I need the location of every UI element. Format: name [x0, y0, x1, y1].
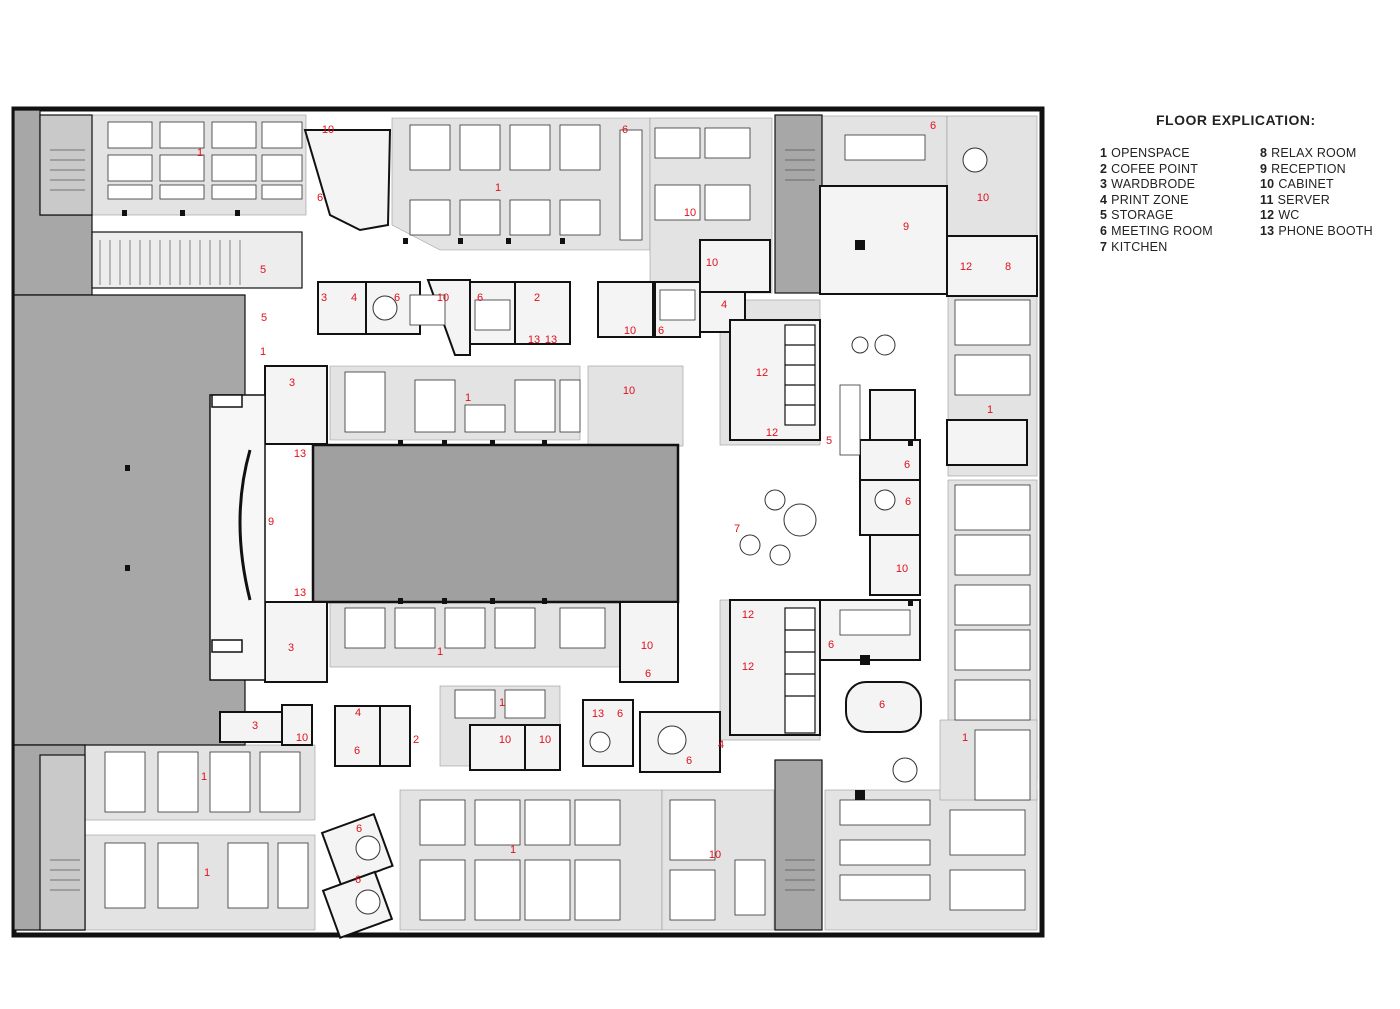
room-number-label: 5 [261, 312, 267, 324]
room-number-label: 8 [1005, 261, 1011, 273]
room-number-label: 4 [351, 292, 357, 304]
legend-title: FLOOR EXPLICATION: [1156, 112, 1316, 128]
room-number-label: 10 [499, 734, 511, 746]
room-number-label: 5 [260, 264, 266, 276]
room-number-label: 10 [684, 207, 696, 219]
room-number-label: 3 [289, 377, 295, 389]
room-number-label: 6 [930, 120, 936, 132]
room-number-label: 1 [201, 771, 207, 783]
room-number-label: 6 [355, 874, 361, 886]
round-tables [355, 147, 988, 915]
room-number-label: 13 [294, 448, 306, 460]
rooms [219, 129, 1038, 940]
room-number-label: 10 [296, 732, 308, 744]
room-number-label: 1 [510, 844, 516, 856]
room-number-label: 10 [623, 385, 635, 397]
room-number-label: 1 [204, 867, 210, 879]
room-number-label: 6 [905, 496, 911, 508]
room-number-label: 12 [766, 427, 778, 439]
room-number-label: 1 [987, 404, 993, 416]
room-number-label: 9 [903, 221, 909, 233]
room-number-label: 6 [645, 668, 651, 680]
room-number-label: 10 [437, 292, 449, 304]
room-number-label: 6 [622, 124, 628, 136]
atrium-void [311, 443, 680, 604]
room-number-label: 10 [896, 563, 908, 575]
room-number-label: 10 [641, 640, 653, 652]
room-number-label: 6 [354, 745, 360, 757]
room-number-label: 6 [394, 292, 400, 304]
room-number-label: 10 [706, 257, 718, 269]
room-number-label: 6 [317, 192, 323, 204]
room-number-label: 1 [260, 346, 266, 358]
reception-area [209, 394, 266, 681]
room-number-label: 6 [686, 755, 692, 767]
room-number-label: 12 [742, 609, 754, 621]
room-number-label: 3 [252, 720, 258, 732]
room-number-label: 3 [321, 292, 327, 304]
room-number-label: 6 [356, 823, 362, 835]
room-number-label: 1 [495, 182, 501, 194]
room-number-label: 1 [962, 732, 968, 744]
room-number-label: 5 [826, 435, 832, 447]
room-number-label: 1 [197, 147, 203, 159]
building-core [13, 109, 823, 931]
room-number-label: 10 [709, 849, 721, 861]
room-number-label: 13 [545, 334, 557, 346]
room-number-label: 6 [477, 292, 483, 304]
room-number-label: 4 [718, 739, 724, 751]
floor-plan: 1106161061095101283461062513131064131101… [11, 106, 1045, 940]
room-number-label: 1 [437, 646, 443, 658]
room-number-label: 6 [617, 708, 623, 720]
room-number-label: 6 [658, 325, 664, 337]
room-number-label: 4 [355, 707, 361, 719]
room-number-label: 6 [828, 639, 834, 651]
room-number-label: 10 [322, 124, 334, 136]
room-number-label: 12 [756, 367, 768, 379]
room-number-label: 6 [879, 699, 885, 711]
room-number-label: 10 [539, 734, 551, 746]
room-number-label: 13 [528, 334, 540, 346]
columns [122, 210, 913, 800]
room-number-label: 2 [413, 734, 419, 746]
room-number-label: 7 [734, 523, 740, 535]
room-number-label: 2 [534, 292, 540, 304]
room-number-label: 3 [288, 642, 294, 654]
room-number-label: 6 [904, 459, 910, 471]
room-number-label: 12 [742, 661, 754, 673]
wc-blocks [784, 324, 816, 734]
desk-clusters [104, 121, 1031, 921]
room-number-label: 1 [499, 697, 505, 709]
room-number-label: 12 [960, 261, 972, 273]
room-number-label: 1 [465, 392, 471, 404]
room-number-label: 10 [624, 325, 636, 337]
room-number-label: 4 [721, 299, 727, 311]
room-number-label: 13 [592, 708, 604, 720]
room-number-label: 13 [294, 587, 306, 599]
room-number-label: 9 [268, 516, 274, 528]
stairs [50, 149, 815, 891]
room-number-label: 10 [977, 192, 989, 204]
